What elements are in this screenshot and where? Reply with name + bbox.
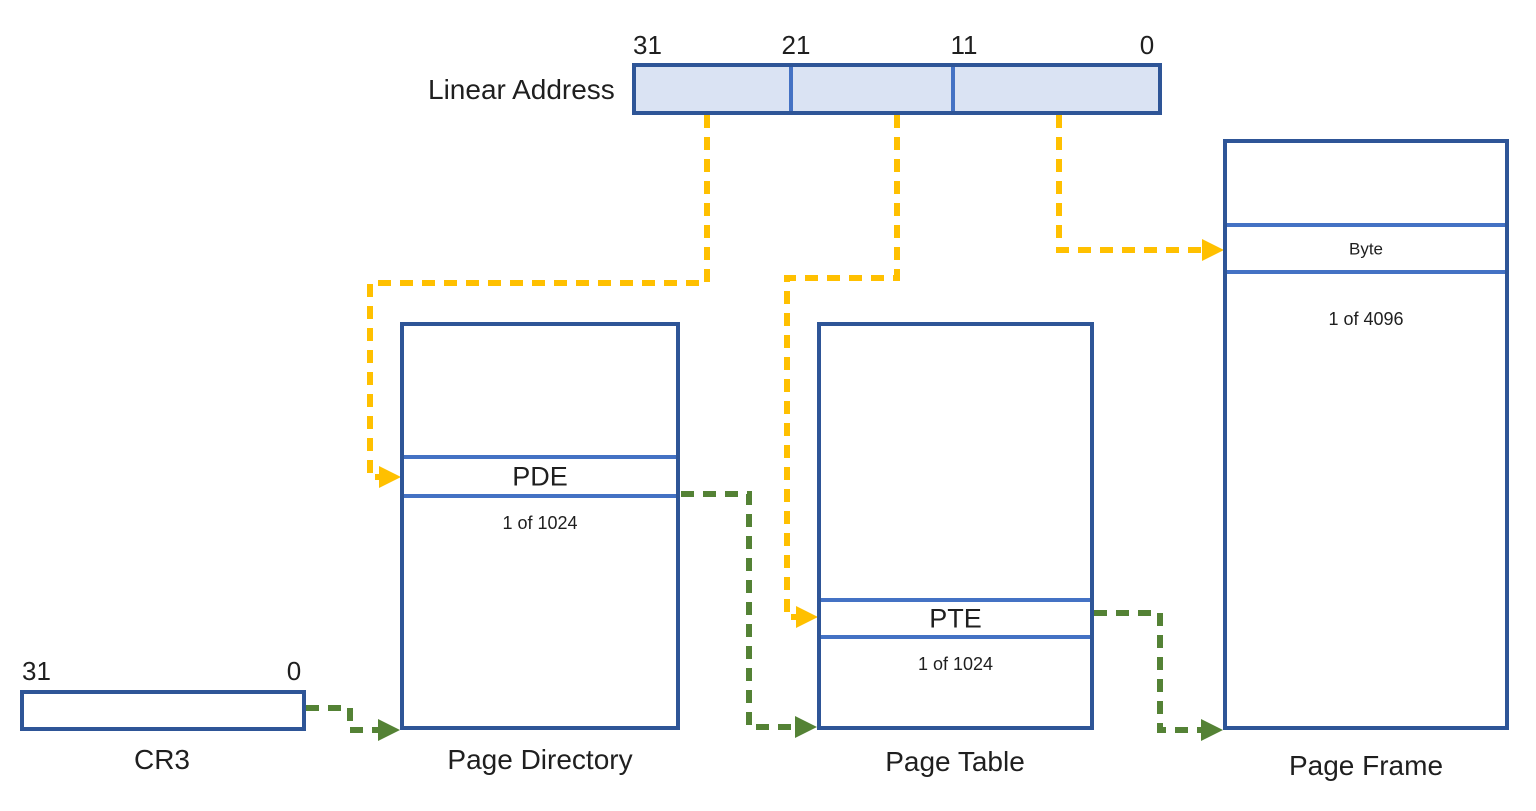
pde-entry-label: PDE [512,461,568,492]
bit-divider-21 [789,67,793,111]
arrow-cr3-head [378,719,400,741]
cr3-box [20,690,306,731]
arrow-pte-head [1201,719,1223,741]
arrow-offset-path [1056,115,1204,253]
arrow-cr3-path [306,705,380,733]
cr3-bit-0: 0 [286,656,302,686]
pte-bottom-line [821,635,1090,639]
arrow-offset-head [1202,239,1224,261]
byte-count-label: 1 of 4096 [1328,309,1404,329]
arrow-dir-index-path [367,115,710,480]
arrow-pde-head [795,716,817,738]
pde-count-label: 1 of 1024 [502,513,578,533]
byte-entry-label: Byte [1348,239,1384,259]
bit-label-21: 21 [781,30,811,60]
page-directory-box: PDE 1 of 1024 [400,322,680,730]
arrow-table-index-path [784,115,900,620]
linear-address-label: Linear Address [428,74,615,105]
page-frame-box: Byte 1 of 4096 [1223,139,1509,730]
arrow-pte-path [1094,610,1203,733]
bit-label-0: 0 [1139,30,1155,60]
bit-label-11: 11 [950,30,978,60]
pte-entry-label: PTE [929,603,982,634]
pte-count-label: 1 of 1024 [917,654,994,674]
bit-divider-11 [951,67,955,111]
pde-bottom-line [404,494,676,498]
arrow-dir-index-head [379,466,401,488]
linear-address-box [632,63,1162,115]
arrow-pde-path [681,491,797,730]
page-frame-title: Page Frame [1288,750,1444,781]
bit-label-31: 31 [633,30,662,60]
cr3-label: CR3 [133,744,191,775]
cr3-bit-31: 31 [22,656,51,686]
byte-top-line [1227,223,1505,227]
pte-top-line [821,598,1090,602]
arrow-table-index-head [796,606,818,628]
byte-bottom-line [1227,270,1505,274]
page-table-title: Page Table [885,746,1025,777]
page-directory-title: Page Directory [447,744,633,775]
pde-top-line [404,455,676,459]
page-table-box: PTE 1 of 1024 [817,322,1094,730]
